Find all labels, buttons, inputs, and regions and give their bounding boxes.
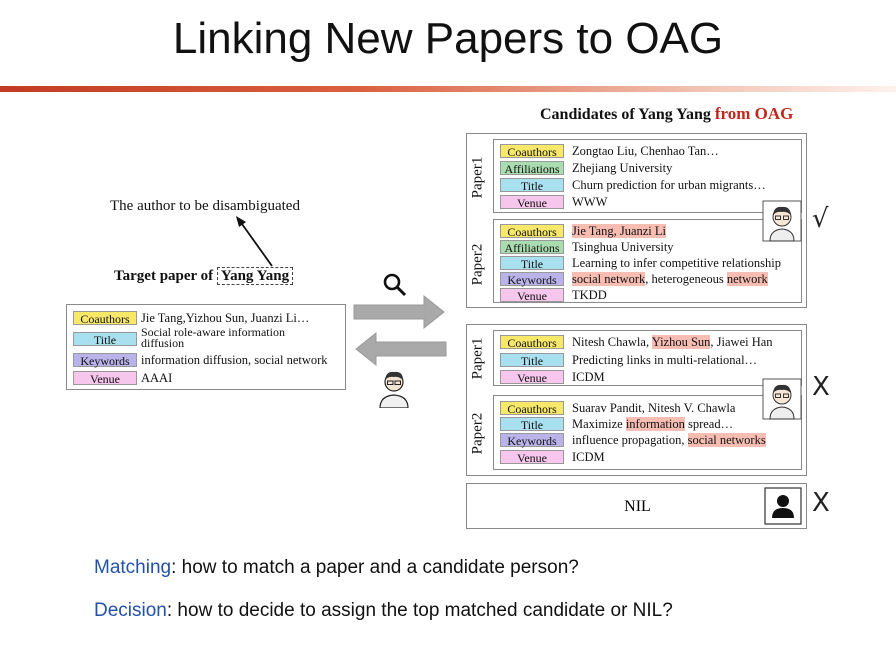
kw-highlight: social network [572,272,646,286]
tag-title: Title [500,178,564,193]
candidates-header-prefix: Candidates of Yang Yang [540,106,711,123]
cand1-p1-affiliation: Zhejiang University [572,161,673,175]
tag-coauthors: Coauthors [500,401,564,416]
kw-plain: influence propagation, [572,433,688,447]
check-mark: √ [812,204,829,234]
cand2-p2-title: Maximize information spread… [572,417,733,431]
search-icon [383,273,407,297]
title-underline [0,86,896,92]
tag-venue: Venue [73,371,137,386]
candidate1-box: Coauthors Zongtao Liu, Chenhao Tan… Affi… [466,133,807,308]
tag-affiliations: Affiliations [500,161,564,176]
target-paper-box: Coauthors Jie Tang,Yizhou Sun, Juanzi Li… [66,304,346,390]
target-title-line2: diffusion [141,336,185,350]
kw-plain: , heterogeneous [645,272,727,286]
left-arrow [355,331,447,367]
tag-title: Title [500,353,564,368]
target-venue: AAAI [141,371,173,385]
tag-coauthors: Coauthors [500,224,564,239]
decision-question: Decision: how to decide to assign the to… [94,600,673,622]
slide-title: Linking New Papers to OAG [172,14,724,63]
caption-arrow [236,216,273,267]
cand1-paper1-box: Coauthors Zongtao Liu, Chenhao Tan… Affi… [493,139,802,213]
nil-label: NIL [624,498,651,515]
tag-venue: Venue [500,195,564,210]
decision-keyword: Decision [94,600,167,621]
tag-title: Title [73,332,137,347]
cand2-p1-venue: ICDM [572,370,605,384]
cand2-p2-venue: ICDM [572,450,605,464]
cand2-paper1-box: Coauthors Nitesh Chawla, Yizhou Sun, Jia… [493,330,802,386]
nil-avatar-icon [764,487,802,525]
cand1-p2-coauthors: Jie Tang, Juanzi Li [572,224,667,238]
target-keywords: information diffusion, social network [141,353,328,367]
cand2-p2-coauthors: Suarav Pandit, Nitesh V. Chawla [572,401,736,415]
cand1-p2-venue: TKDD [572,288,607,302]
kw-highlight: network [726,272,768,286]
cand1-p2-title: Learning to infer competitive relationsh… [572,256,781,270]
candidate1-avatar-icon [762,200,802,242]
target-caption: Target paper of Yang Yang [114,267,294,285]
tag-keywords: Keywords [500,272,564,287]
cand1-p1-venue: WWW [572,195,608,209]
cand1-paper2-label: Paper2 [469,243,486,286]
coauthor-plain: Nitesh Chawla, [572,335,652,349]
decision-text: : how to decide to assign the top matche… [166,600,673,621]
author-caption: The author to be disambiguated [110,198,300,214]
kw-highlight: social networks [687,433,766,447]
tag-coauthors: Coauthors [500,335,564,350]
right-arrow [353,294,445,330]
cand2-paper1-label: Paper1 [469,337,486,380]
cand2-paper2-label: Paper2 [469,412,486,455]
tag-title: Title [500,256,564,271]
matching-question: Matching: how to match a paper and a can… [94,557,579,579]
cand1-paper2-box: Coauthors Jie Tang, Juanzi Li Affiliatio… [493,219,802,303]
cand2-p2-keywords: influence propagation, social networks [572,433,766,447]
tag-title: Title [500,417,564,432]
tag-keywords: Keywords [73,353,137,368]
target-coauthors: Jie Tang,Yizhou Sun, Juanzi Li… [141,311,310,325]
title-plain: spread… [684,417,734,431]
cross-mark: X [812,372,830,402]
tag-affiliations: Affiliations [500,240,564,255]
coauthor-plain: , Jiawei Han [710,335,773,349]
nil-box: NIL [466,483,807,529]
cand1-p1-title: Churn prediction for urban migrants… [572,178,766,192]
cand2-p1-title: Predicting links in multi-relational… [572,353,758,367]
candidates-header: Candidates of Yang Yang from OAG [540,104,793,124]
cand2-paper2-box: Coauthors Suarav Pandit, Nitesh V. Chawl… [493,395,802,470]
title-highlight: information [625,417,685,431]
candidates-header-suffix: from OAG [714,104,794,123]
cand2-p1-coauthors: Nitesh Chawla, Yizhou Sun, Jiawei Han [572,335,773,349]
tag-venue: Venue [500,370,564,385]
tag-coauthors: Coauthors [500,144,564,159]
matching-keyword: Matching [94,557,172,578]
cand1-p2-keywords: social network, heterogeneous network [572,272,768,286]
cand1-p1-coauthors: Zongtao Liu, Chenhao Tan… [572,144,719,158]
candidate2-avatar-icon [762,378,802,420]
tag-venue: Venue [500,450,564,465]
title-plain: Maximize [572,417,626,431]
cand1-paper1-label: Paper1 [469,156,486,199]
tag-keywords: Keywords [500,433,564,448]
coauthor-highlight: Yizhou Sun [651,335,711,349]
target-caption-prefix: Target paper of [114,268,214,284]
target-author-name: Yang Yang [216,267,294,285]
matching-text: : how to match a paper and a candidate p… [171,557,579,578]
tag-coauthors: Coauthors [73,311,137,326]
person-avatar-icon [379,371,409,408]
candidate2-box: Coauthors Nitesh Chawla, Yizhou Sun, Jia… [466,324,807,476]
tag-venue: Venue [500,288,564,303]
cross-mark: X [812,488,830,518]
target-title-line1: Social role-aware information [141,325,285,339]
cand1-p2-affiliation: Tsinghua University [572,240,674,254]
